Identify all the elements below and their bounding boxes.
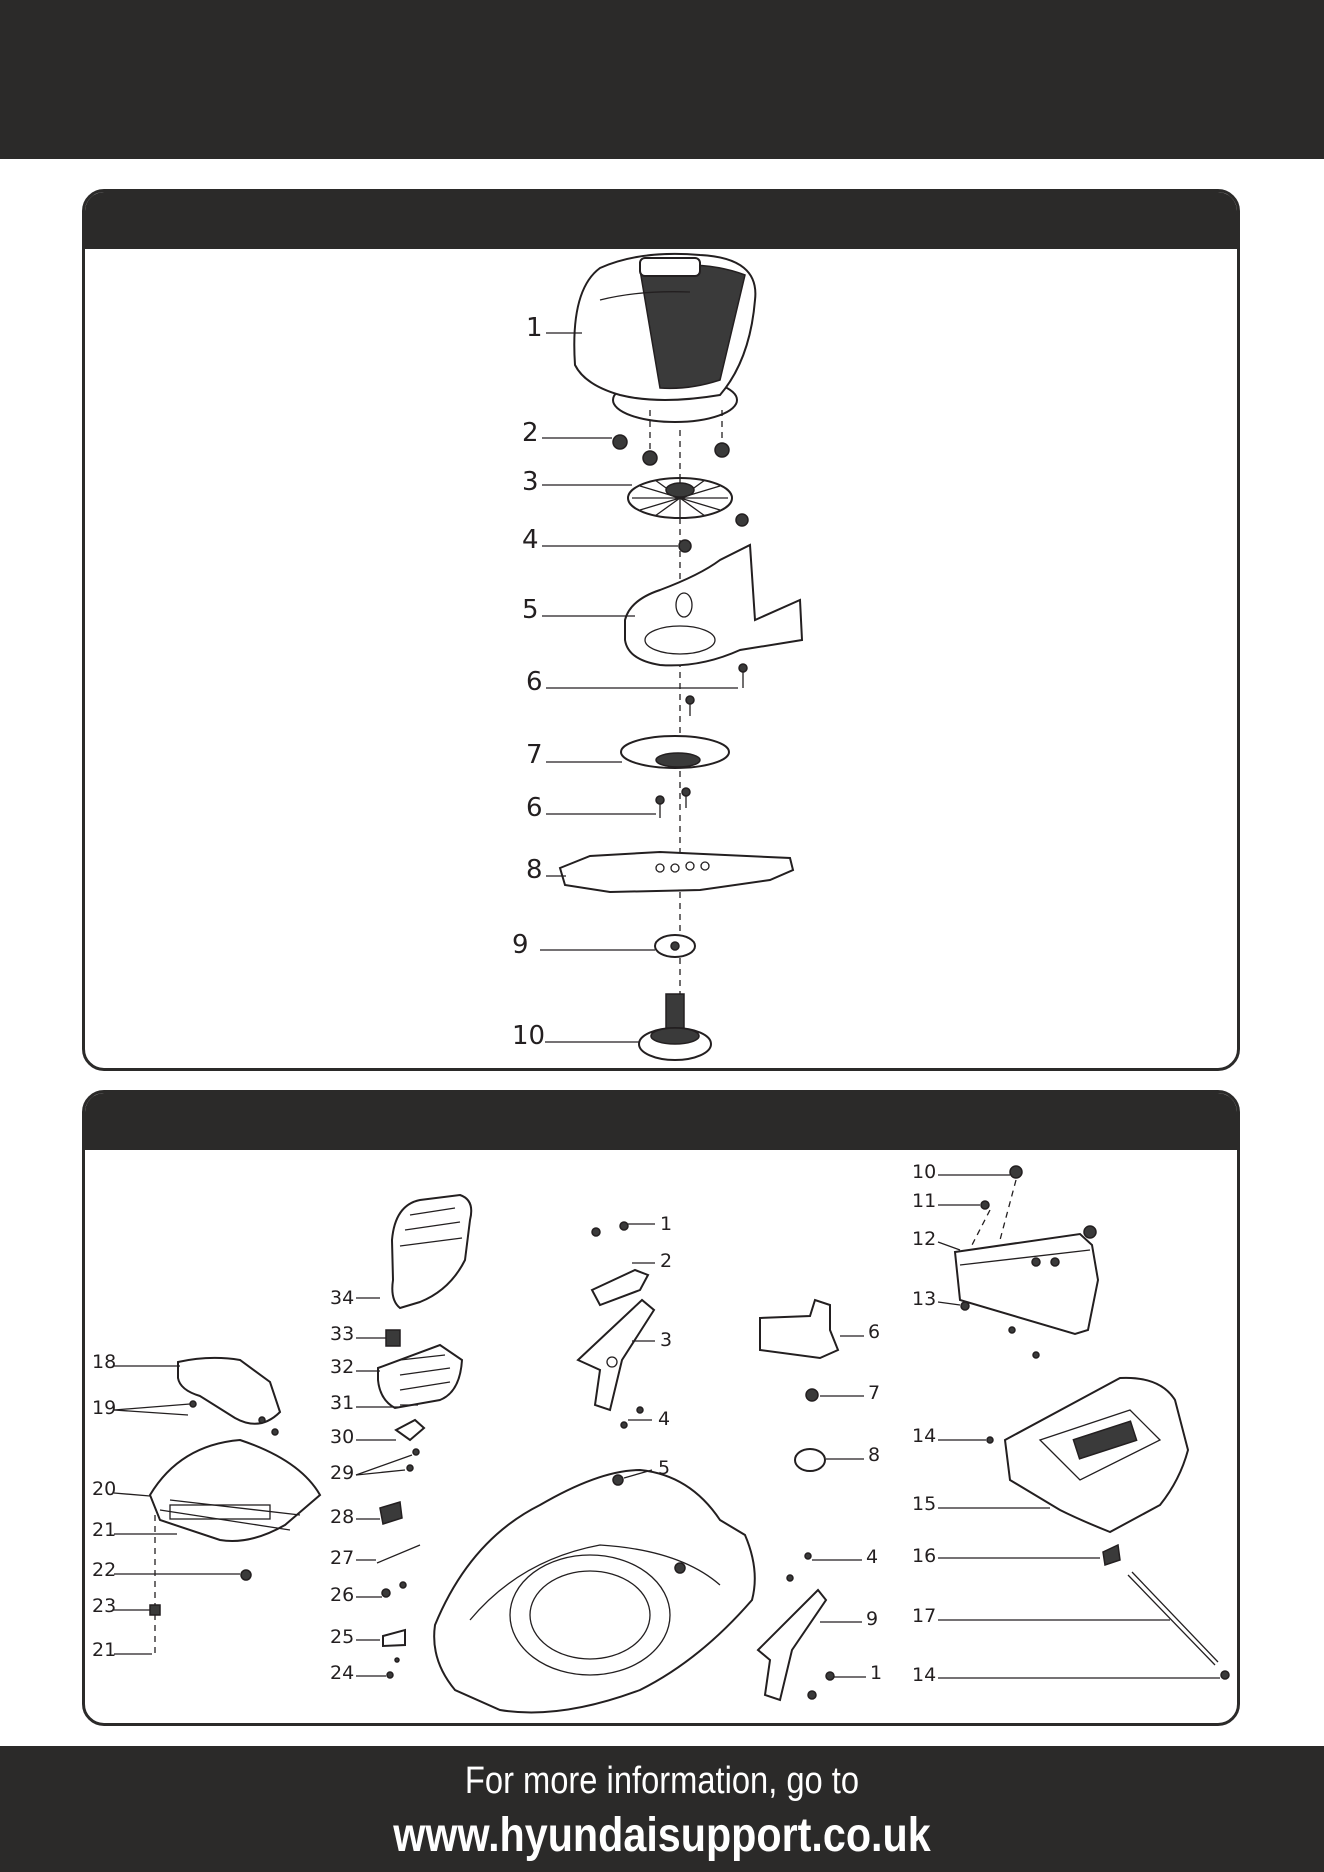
callout-label: 7 <box>868 1382 880 1404</box>
callout-label: 12 <box>912 1228 936 1250</box>
part-deck <box>434 1470 755 1713</box>
callout-label: 6 <box>868 1321 880 1343</box>
callout-label: 14 <box>912 1425 936 1447</box>
footer-band: For more information, go to www.hyundais… <box>0 1746 1324 1872</box>
callout-label: 17 <box>912 1605 936 1627</box>
callout-label: 10 <box>912 1161 936 1183</box>
callout-label: 14 <box>912 1664 936 1686</box>
callout-label: 9 <box>866 1608 878 1630</box>
part-side-discharge <box>760 1300 838 1471</box>
footer-website-link[interactable]: www.hyundaisupport.co.uk <box>93 1808 1232 1863</box>
callout-label: 16 <box>912 1545 936 1567</box>
deck-assembly-diagram: 18 19 20 21 22 23 21 34 33 32 <box>0 0 1324 1740</box>
callout-label: 34 <box>330 1287 354 1309</box>
callout-label: 26 <box>330 1584 354 1606</box>
callout-label: 11 <box>912 1190 936 1212</box>
callout-label: 2 <box>660 1250 672 1272</box>
callout-label: 13 <box>912 1288 936 1310</box>
footer-info-text: For more information, go to <box>93 1760 1232 1803</box>
callout-label: 30 <box>330 1426 354 1448</box>
callout-label: 22 <box>92 1559 116 1581</box>
callout-label: 5 <box>658 1457 670 1479</box>
callout-label: 27 <box>330 1547 354 1569</box>
callout-label: 1 <box>870 1662 882 1684</box>
callout-label: 4 <box>866 1546 878 1568</box>
callout-label: 8 <box>868 1444 880 1466</box>
callout-label: 15 <box>912 1493 936 1515</box>
part-rear-bar <box>955 1166 1098 1358</box>
callout-label: 4 <box>658 1408 670 1430</box>
part-top-cover <box>392 1195 471 1308</box>
callout-label: 31 <box>330 1392 354 1414</box>
part-rear-flap <box>150 1440 320 1655</box>
callout-label: 29 <box>330 1462 354 1484</box>
callout-label: 21 <box>92 1639 116 1661</box>
callout-label: 20 <box>92 1478 116 1500</box>
callout-label: 1 <box>660 1213 672 1235</box>
part-handle-grip <box>178 1358 280 1435</box>
callout-label: 24 <box>330 1662 354 1684</box>
callout-label: 33 <box>330 1323 354 1345</box>
callout-label: 32 <box>330 1356 354 1378</box>
part-grass-catcher <box>1005 1378 1188 1532</box>
callout-label: 19 <box>92 1397 116 1419</box>
callout-label: 23 <box>92 1595 116 1617</box>
callout-label: 25 <box>330 1626 354 1648</box>
callout-group-right-center: 6 7 8 4 9 1 <box>812 1321 882 1684</box>
callout-label: 18 <box>92 1351 116 1373</box>
callout-label: 21 <box>92 1519 116 1541</box>
callout-label: 28 <box>330 1506 354 1528</box>
callout-label: 3 <box>660 1329 672 1351</box>
